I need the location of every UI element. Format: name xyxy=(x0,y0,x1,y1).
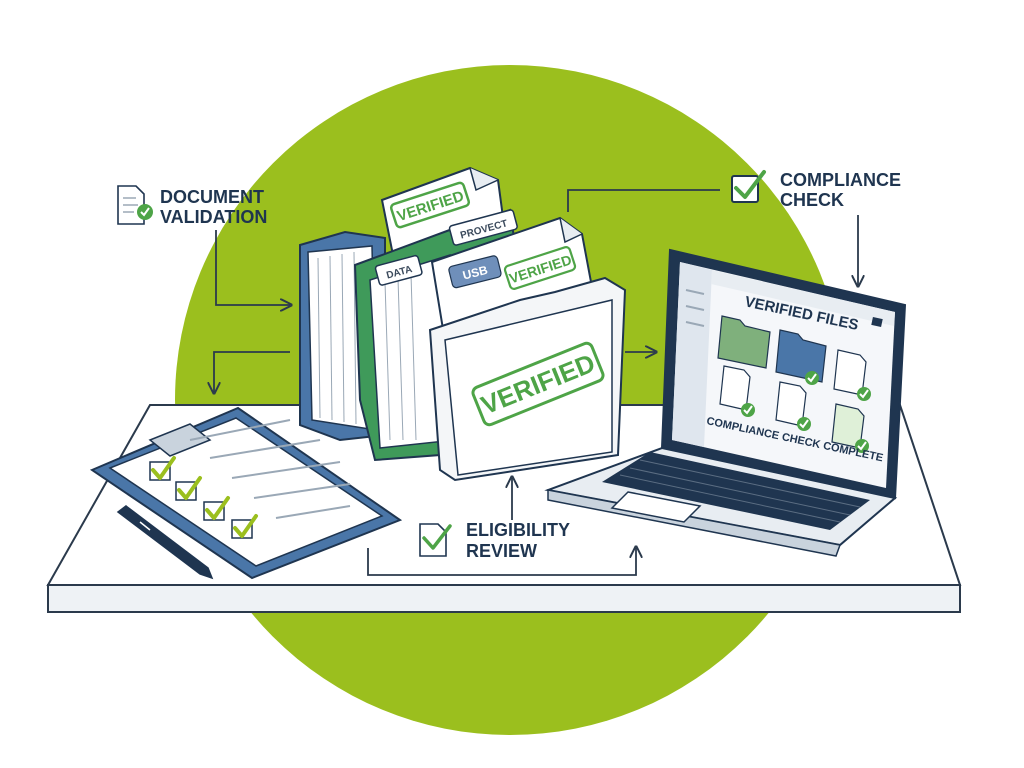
check-icon xyxy=(151,456,176,480)
document-check-icon xyxy=(117,185,153,225)
label-eligibility-review-line2: REVIEW xyxy=(466,541,537,561)
laptop: VERIFIED FILES COMPLIANCE CHECK COMPLETE xyxy=(544,248,907,557)
folder-tab-usb: USB xyxy=(461,263,489,283)
document-icon xyxy=(831,403,865,449)
pen-icon xyxy=(116,505,214,580)
document-check-icon xyxy=(419,523,452,557)
trackpad xyxy=(610,491,702,523)
label-document-validation: DOCUMENT VALIDATION xyxy=(117,185,267,227)
check-icon xyxy=(205,496,230,520)
label-eligibility-review-line1: ELIGIBILITY xyxy=(466,520,570,540)
laptop-files xyxy=(717,315,871,453)
label-document-validation-line1: DOCUMENT xyxy=(160,187,264,207)
clipboard-checks xyxy=(149,456,258,539)
check-icon xyxy=(233,514,258,538)
label-compliance-check: COMPLIANCE CHECK xyxy=(731,170,901,210)
label-compliance-check-line1: COMPLIANCE xyxy=(780,170,901,190)
folder-icon xyxy=(775,329,827,383)
check-icon xyxy=(177,476,202,500)
label-document-validation-line2: VALIDATION xyxy=(160,207,267,227)
document-icon xyxy=(719,365,751,411)
label-compliance-check-line2: CHECK xyxy=(780,190,844,210)
flow-arrows xyxy=(214,189,858,576)
front-folder: VERIFIED xyxy=(428,276,627,482)
folder-icon xyxy=(717,315,771,369)
label-eligibility-review: ELIGIBILITY REVIEW xyxy=(419,520,570,561)
document-icon xyxy=(775,381,807,427)
folder-stack: VERIFIED DATA PROVECT USB xyxy=(299,166,627,482)
document-icon xyxy=(833,349,867,396)
checkbox-icon xyxy=(731,170,766,203)
clipboard xyxy=(89,406,403,580)
